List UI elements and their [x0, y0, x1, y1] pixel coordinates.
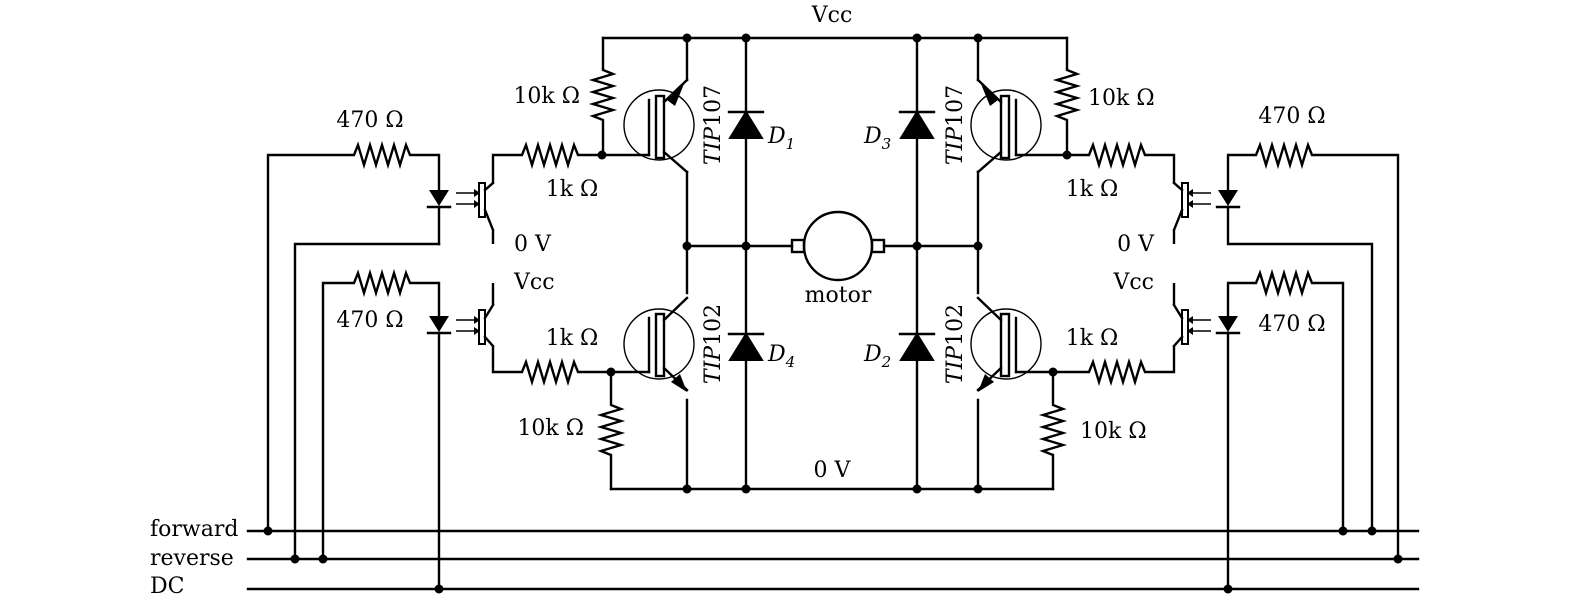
resistor-1k-top-left-label: 1k Ω — [546, 177, 599, 202]
diode-d2 — [898, 332, 936, 361]
transistor-tip102-right — [970, 296, 1055, 392]
resistor-1k-bottom-left-label: 1k Ω — [546, 326, 599, 351]
diode-d3-label: D3 — [863, 124, 891, 153]
transistor-tip102-left — [609, 296, 695, 392]
wire-reverse-left — [293, 242, 441, 561]
diode-d1 — [727, 110, 765, 139]
bridge-verticals — [685, 36, 980, 491]
resistor-10k-bottom-right-label: 10k Ω — [1080, 419, 1147, 444]
zero-v-label-right: 0 V — [1117, 232, 1155, 257]
resistor-1k-bottom-right — [1053, 283, 1176, 387]
bus-lines — [246, 529, 1420, 591]
optocoupler-top-left — [426, 153, 495, 246]
resistor-10k-bottom-left-label: 10k Ω — [517, 416, 584, 441]
bus-reverse-label: reverse — [150, 546, 234, 571]
resistor-1k-top-right-label: 1k Ω — [1066, 177, 1119, 202]
resistor-1k-bottom-right-label: 1k Ω — [1066, 326, 1119, 351]
vcc-rail — [601, 36, 1069, 70]
optocoupler-top-right — [1172, 153, 1374, 533]
resistor-470-bottom-right — [1228, 268, 1345, 531]
resistor-10k-top-right-label: 10k Ω — [1088, 86, 1155, 111]
diode-d2-label: D2 — [863, 342, 891, 371]
resistor-470-bottom-left — [321, 268, 439, 559]
resistor-470-top-right-label: 470 Ω — [1258, 104, 1325, 129]
transistor-tip102-right-label: TIP102 — [943, 304, 968, 384]
transistor-tip102-left-label: TIP102 — [701, 304, 726, 384]
resistor-10k-top-left — [588, 68, 618, 155]
resistor-1k-top-left — [491, 140, 602, 244]
resistor-470-top-right — [1228, 140, 1400, 559]
transistor-tip107-right — [970, 78, 1069, 174]
motor — [790, 210, 886, 282]
optocoupler-bottom-right — [1172, 281, 1241, 591]
motor-label: motor — [805, 283, 872, 308]
transistor-tip107-right-label: TIP107 — [943, 85, 968, 165]
transistor-tip107-left-label: TIP107 — [701, 85, 726, 165]
diode-d3 — [898, 110, 936, 139]
bus-dc-label: DC — [150, 574, 184, 599]
diode-d1-label: D1 — [767, 124, 795, 153]
vcc-label-right: Vcc — [1112, 270, 1154, 295]
resistor-10k-top-right — [1052, 68, 1082, 155]
resistor-1k-top-right — [1067, 140, 1176, 244]
resistor-470-bottom-left-label: 470 Ω — [336, 308, 403, 333]
ground-rail-label: 0 V — [814, 458, 852, 483]
optocoupler-bottom-left — [426, 281, 495, 591]
resistor-470-bottom-right-label: 470 Ω — [1258, 312, 1325, 337]
diode-d4-label: D4 — [767, 342, 795, 371]
resistor-10k-bottom-left — [596, 372, 626, 457]
vcc-rail-label: Vcc — [811, 3, 853, 28]
zero-v-label-left: 0 V — [514, 232, 552, 257]
transistor-tip107-left — [600, 78, 695, 174]
resistor-470-top-left-label: 470 Ω — [336, 108, 403, 133]
resistor-10k-bottom-right — [1038, 372, 1068, 457]
vcc-label-left: Vcc — [513, 270, 555, 295]
resistor-1k-bottom-left — [491, 283, 611, 387]
resistor-470-top-left — [266, 140, 439, 531]
resistor-10k-top-left-label: 10k Ω — [513, 84, 580, 109]
diode-d4 — [727, 332, 765, 361]
bus-forward-label: forward — [150, 517, 238, 542]
junction-dots — [263, 33, 1403, 594]
